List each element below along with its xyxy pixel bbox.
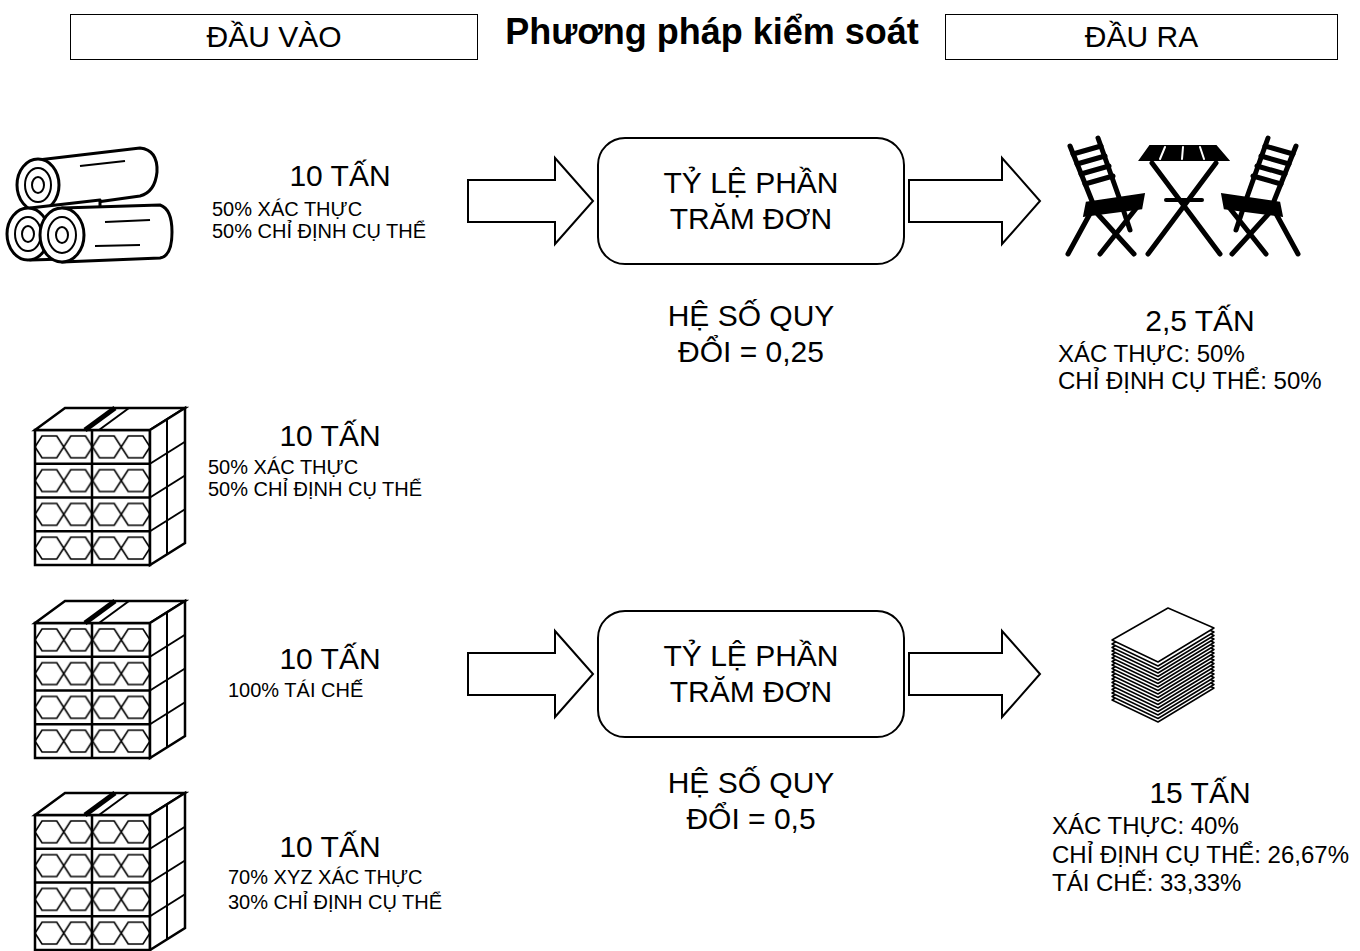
output-group: 15 TẤNXÁC THỰC: 40%CHỈ ĐỊNH CỤ THỂ: 26,6… <box>1044 600 1354 900</box>
output-header-box: ĐẦU RA <box>945 14 1338 60</box>
input-group: 10 TẤN100% TÁI CHẾ <box>8 598 464 765</box>
block-arrow <box>909 631 1040 717</box>
quantity-label: 10 TẤN <box>279 419 380 454</box>
share-label: 50% CHỈ ĐỊNH CỤ THỂ <box>208 478 422 501</box>
furniture-icon <box>1068 138 1298 254</box>
header-box-outline: ĐẦU RA <box>945 14 1338 60</box>
paper-bale-icon <box>35 601 185 758</box>
paper-stack-icon <box>1112 608 1214 722</box>
quantity-label: 2,5 TẤN <box>1145 304 1255 339</box>
header-box-outline: ĐẦU VÀO <box>70 14 478 60</box>
folding-chair-icon <box>1224 138 1298 254</box>
quantity-label: 10 TẤN <box>279 830 380 865</box>
share-label: XÁC THỰC: 50% <box>1058 340 1245 368</box>
share-label: HỆ SỐ QUY ĐỔI = 0,5 <box>646 765 856 837</box>
process-label: TỶ LỆ PHẦN TRĂM ĐƠN <box>631 638 871 710</box>
input-group: 10 TẤN 50% XÁC THỰC50% CHỈ ĐỊNH CỤ THỂ <box>8 140 464 262</box>
input-header-box: ĐẦU VÀO <box>70 14 478 60</box>
quantity-label: 10 TẤN <box>289 159 390 194</box>
share-label: 50% CHỈ ĐỊNH CỤ THỂ <box>212 220 426 243</box>
quantity-label: 10 TẤN <box>279 642 380 677</box>
share-label: TÁI CHẾ: 33,33% <box>1052 869 1241 897</box>
share-label: HỆ SỐ QUY ĐỔI = 0,25 <box>646 298 856 370</box>
paper-bale-icon <box>35 408 185 565</box>
share-label: 30% CHỈ ĐỊNH CỤ THỂ <box>228 891 442 914</box>
process-box: TỶ LỆ PHẦN TRĂM ĐƠN HỆ SỐ QUY ĐỔI = 0,5 <box>597 610 905 855</box>
folding-table-icon <box>1140 146 1228 254</box>
input-group: 10 TẤN70% XYZ XÁC THỰC30% CHỈ ĐỊNH CỤ TH… <box>8 790 464 948</box>
paper-bale-icon <box>35 793 185 950</box>
block-arrow <box>468 631 593 717</box>
process-label: ĐẦU RA <box>1085 20 1198 55</box>
process-label: ĐẦU VÀO <box>206 20 341 55</box>
rounded-process-outline: TỶ LỆ PHẦN TRĂM ĐƠN <box>597 137 905 265</box>
quantity-label: 15 TẤN <box>1149 776 1250 811</box>
input-group: 10 TẤN50% XÁC THỰC50% CHỈ ĐỊNH CỤ THỂ <box>8 405 464 570</box>
share-label: 100% TÁI CHẾ <box>228 679 363 702</box>
output-group: 2,5 TẤNXÁC THỰC: 50%CHỈ ĐỊNH CỤ THỂ: 50% <box>1044 135 1352 397</box>
share-label: XÁC THỰC: 40% <box>1052 812 1239 840</box>
share-label: 50% XÁC THỰC <box>208 456 358 479</box>
share-label: 70% XYZ XÁC THỰC <box>228 866 423 889</box>
block-arrow <box>468 158 593 244</box>
logs-icon <box>7 148 172 262</box>
process-label: TỶ LỆ PHẦN TRĂM ĐƠN <box>631 165 871 237</box>
share-label: CHỈ ĐỊNH CỤ THỂ: 26,67% <box>1052 841 1349 869</box>
folding-chair-icon <box>1068 138 1142 254</box>
process-box: TỶ LỆ PHẦN TRĂM ĐƠN HỆ SỐ QUY ĐỔI = 0,25 <box>597 137 905 377</box>
block-arrow <box>909 158 1040 244</box>
share-label: CHỈ ĐỊNH CỤ THỂ: 50% <box>1058 367 1322 395</box>
rounded-process-outline: TỶ LỆ PHẦN TRĂM ĐƠN <box>597 610 905 738</box>
share-label: 50% XÁC THỰC <box>212 198 362 221</box>
diagram-title: Phương pháp kiểm soát <box>505 11 919 52</box>
